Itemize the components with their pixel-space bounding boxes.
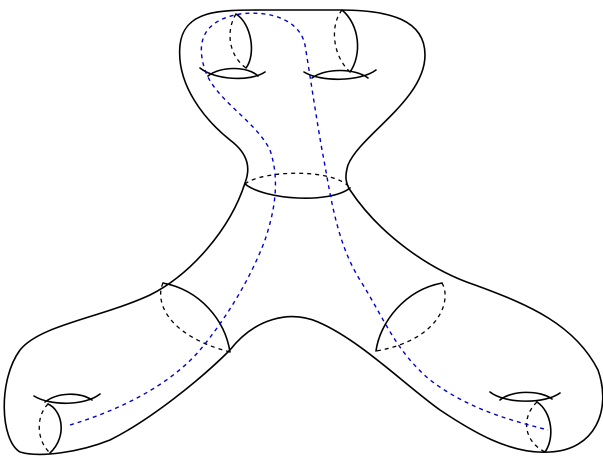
handle-bottom-left-ring-front	[47, 403, 62, 454]
handle-top-left-ring-front	[235, 13, 253, 69]
left-arm-circle-back	[160, 282, 231, 353]
handle-bottom-left-hole	[33, 393, 101, 405]
handle-bottom-left-rim	[44, 393, 93, 403]
left-arm-circle-front	[162, 282, 231, 353]
blue-curve	[69, 12, 549, 431]
handle-top-left-rim	[207, 67, 259, 77]
handle-top-right-ring-front	[341, 9, 359, 73]
handle-top-left	[199, 13, 266, 80]
handle-top-right	[303, 9, 377, 81]
handle-bottom-right	[489, 391, 561, 453]
neck-circle-front	[244, 183, 351, 199]
handle-top-right-rim	[311, 69, 369, 79]
handle-top-right-hole	[303, 69, 377, 81]
right-arm-circle-back	[375, 282, 446, 352]
handle-bottom-right-hole	[489, 391, 561, 402]
right-arm-circle-front	[375, 282, 443, 352]
handle-bottom-right-rim	[499, 391, 553, 401]
handle-bottom-left-ring-back	[38, 403, 51, 454]
handle-bottom-left	[33, 393, 101, 454]
handle-top-right-ring-back	[333, 9, 351, 73]
surface-outline	[3, 9, 603, 456]
handle-bottom-right-ring-front	[536, 401, 552, 453]
neck-circle-back	[244, 172, 351, 189]
